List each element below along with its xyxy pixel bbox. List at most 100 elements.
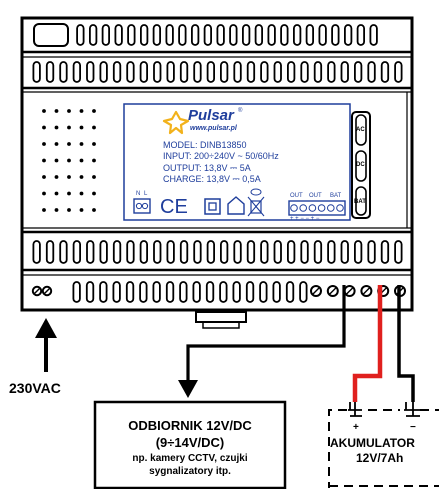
terminal-n-label: N <box>136 191 141 197</box>
double-insulation-icon <box>204 198 221 215</box>
vent-slot <box>165 24 174 46</box>
vent-slot <box>153 240 162 264</box>
vent-slot <box>166 61 175 83</box>
vent-slot <box>179 61 189 83</box>
vent-slot <box>313 61 323 83</box>
vent-slot <box>152 24 162 46</box>
mains-terminal-block <box>133 198 151 214</box>
vent-slot <box>356 24 366 46</box>
battery-wire-black <box>397 285 415 402</box>
vent-slot <box>179 281 188 303</box>
vent-slot <box>394 240 403 264</box>
vent-dot <box>42 109 46 113</box>
output-screw <box>290 204 298 212</box>
brand-website: www.pulsar.pl <box>190 125 237 132</box>
mains-label: 230VAC <box>9 380 61 396</box>
vent-slot <box>280 24 289 46</box>
vent-dot <box>67 191 71 196</box>
vent-slot <box>59 240 68 264</box>
vent-slot <box>203 24 213 46</box>
vent-slots-row-2 <box>32 61 403 83</box>
vent-slot <box>260 61 269 83</box>
vent-slot <box>245 281 255 303</box>
vent-slot <box>340 61 349 83</box>
indicator-panel <box>351 111 371 219</box>
device-label-panel <box>123 103 351 221</box>
vent-slot <box>340 240 349 264</box>
label-charge: CHARGE: 13,8V ⎓ 0,5A <box>163 174 261 184</box>
vent-slot <box>72 240 81 264</box>
vent-slot <box>112 61 122 83</box>
vent-slot <box>286 61 296 83</box>
terminal-screw <box>360 285 373 297</box>
ventilation-dots <box>42 109 96 212</box>
vent-dot <box>79 158 84 163</box>
vent-slot <box>394 61 403 83</box>
label-output: OUTPUT: 13,8V ⎓ 5A <box>163 163 251 173</box>
vent-dot <box>67 125 71 130</box>
vent-slot <box>101 24 110 46</box>
vent-dot <box>79 208 84 212</box>
battery-box <box>328 402 439 488</box>
vent-slot <box>327 240 336 264</box>
vent-dot <box>42 191 46 196</box>
vent-dot <box>67 175 71 179</box>
receiver-examples-2: sygnalizatory itp. <box>149 466 231 477</box>
vent-slot <box>353 61 363 83</box>
vent-dot <box>67 109 71 113</box>
vent-slot <box>45 61 55 83</box>
vent-slot <box>85 281 95 303</box>
vent-slot <box>99 61 108 83</box>
vent-slot <box>165 281 175 303</box>
vent-slots-row-1 <box>76 24 378 46</box>
vent-slot <box>126 61 135 83</box>
vent-dot <box>42 158 46 163</box>
vent-slot <box>246 61 256 83</box>
vent-slot <box>260 240 269 264</box>
output-screw <box>299 204 308 212</box>
vent-dot <box>54 125 59 130</box>
brand-name: Pulsar <box>188 107 234 124</box>
vent-slot <box>139 240 149 264</box>
vent-slot <box>233 240 242 264</box>
vent-slot <box>369 24 378 46</box>
vent-dot <box>79 109 84 113</box>
vent-slot <box>219 240 229 264</box>
terminal-out2-label: OUT <box>309 193 322 199</box>
vent-dot <box>67 208 71 212</box>
vent-dot <box>67 142 71 146</box>
vent-slot <box>206 61 216 83</box>
terminal-bat-label: BAT <box>330 193 342 199</box>
indicator-bat-label: BAT <box>354 199 366 205</box>
terminal-screw <box>41 285 53 297</box>
vent-dot <box>42 142 46 146</box>
terminal-polarity: + + − − + − <box>290 216 320 222</box>
vent-slot <box>205 281 215 303</box>
ce-mark: CE <box>160 196 188 218</box>
vent-slot <box>125 281 135 303</box>
terminal-screw <box>31 285 43 297</box>
dc-lamp <box>355 150 367 182</box>
vent-slot <box>179 240 189 264</box>
vent-slot <box>139 61 149 83</box>
vent-slot <box>299 281 308 303</box>
battery-minus: − <box>410 422 416 433</box>
vent-slot <box>112 240 122 264</box>
indoor-use-icon <box>227 196 245 215</box>
vent-slot <box>86 61 95 83</box>
mains-arrow-icon <box>35 318 57 372</box>
vent-slot <box>305 24 315 46</box>
vent-dot <box>54 175 59 179</box>
output-screw <box>308 204 317 212</box>
vent-slot <box>216 24 225 46</box>
vent-slot <box>45 240 55 264</box>
vent-slot <box>380 240 390 264</box>
vent-slot <box>292 24 302 46</box>
vent-slot <box>72 281 81 303</box>
vent-slot <box>127 24 136 46</box>
vent-slot <box>32 61 41 83</box>
vent-slot <box>193 61 202 83</box>
vent-slot <box>89 24 98 46</box>
vent-dot <box>67 158 71 163</box>
